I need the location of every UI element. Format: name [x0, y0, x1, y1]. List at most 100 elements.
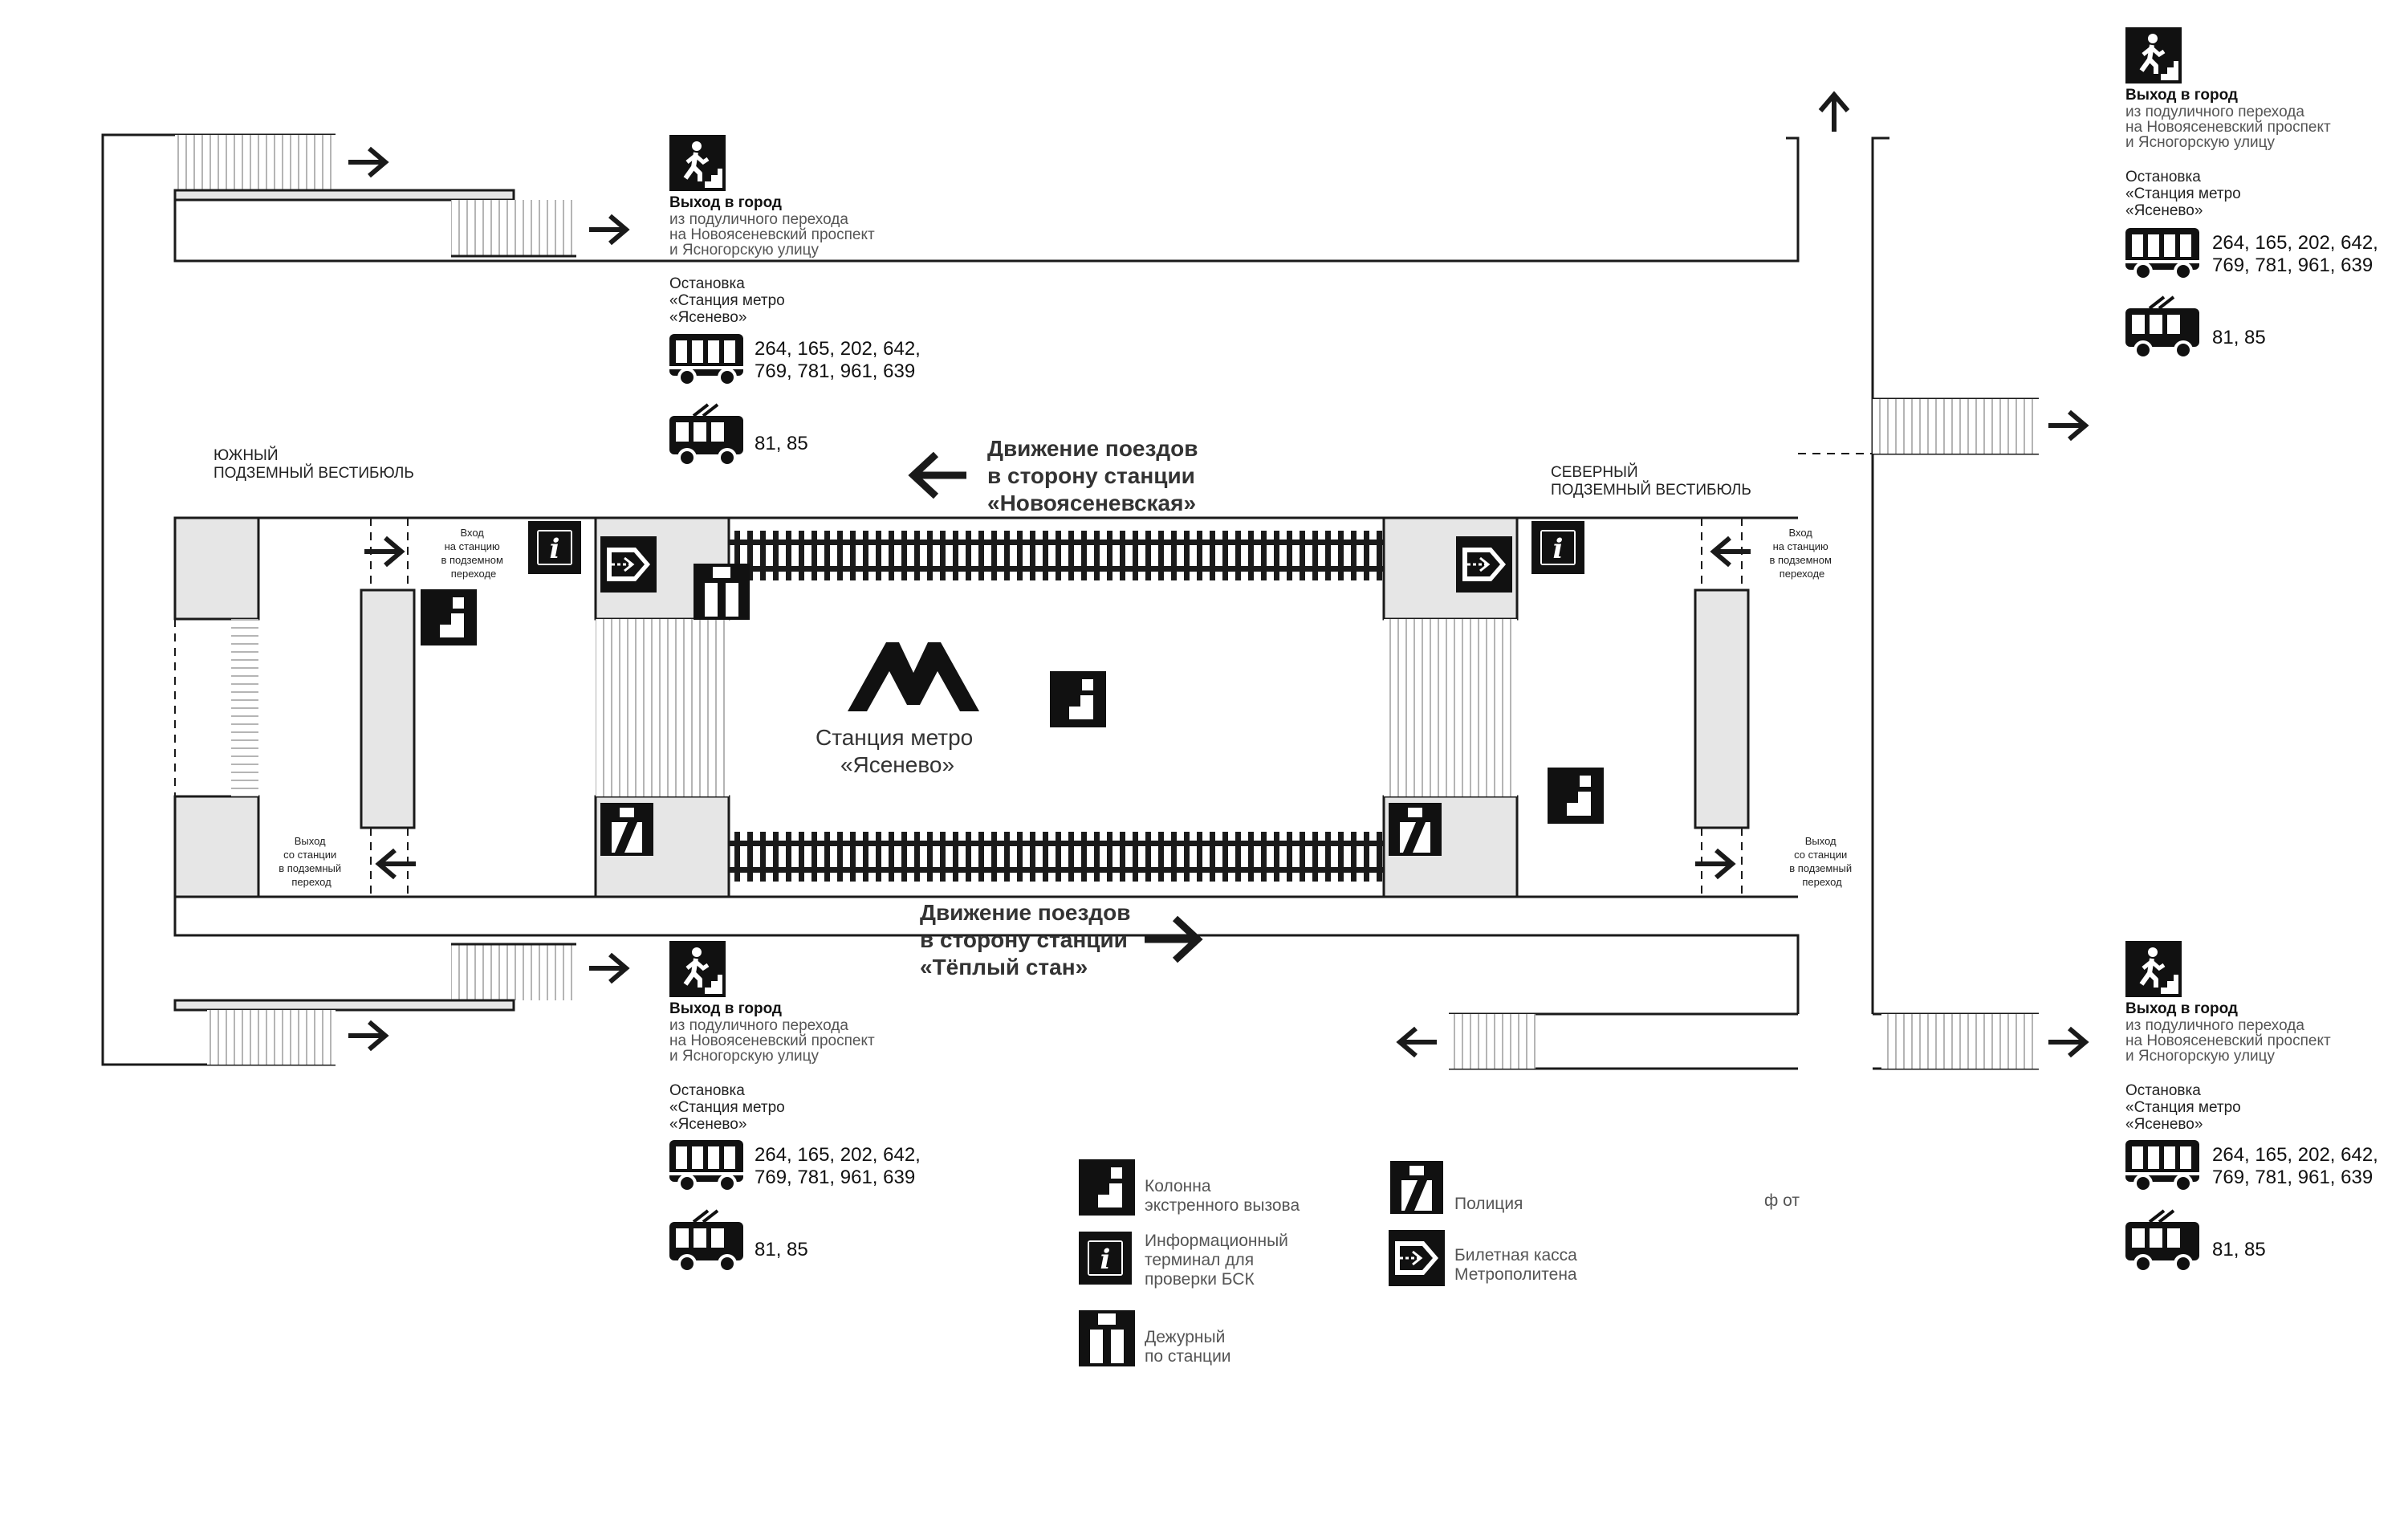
direction-north-line3: «Новоясеневская»	[987, 491, 1196, 515]
entry-left-line3: в подземном	[441, 554, 502, 566]
bus-routes-line2: 769, 781, 961, 639	[755, 1167, 915, 1188]
trolley-routes: 81, 85	[2212, 1239, 2266, 1260]
direction-north-line2: в сторону станции	[987, 463, 1195, 488]
stop-line2: «Станция метро	[2125, 185, 2241, 202]
direction-south-line3: «Тёплый стан»	[920, 955, 1088, 979]
entry-left-line2: на станцию	[445, 540, 500, 552]
legend-ticket-line1: Билетная касса	[1454, 1246, 1577, 1264]
bus-routes-line1: 264, 165, 202, 642,	[2212, 232, 2378, 254]
svg-text:264, 165, 202, 642, 76: 264, 165, 202, 642, 769, 781, 961, 639	[2212, 1144, 2384, 1188]
metro-logo	[848, 642, 979, 711]
legend-info-line1: Информационный	[1145, 1232, 1288, 1250]
stop-line2: «Станция метро	[2125, 1099, 2241, 1116]
exit-desc-line1: из подуличного перехода	[2125, 104, 2304, 120]
bus-routes-line1: 264, 165, 202, 642,	[2212, 1144, 2378, 1166]
trolley-routes: 81, 85	[2212, 327, 2266, 348]
stairs	[173, 135, 2039, 1069]
dashed-boundaries	[174, 453, 1873, 897]
direction-south-line2: в сторону станции	[920, 927, 1128, 952]
bus-routes-line2: 769, 781, 961, 639	[2212, 255, 2373, 276]
station-name-line1: Станция метро	[816, 725, 973, 750]
svg-text:264, 165, 202, 642, 76: 264, 165, 202, 642, 769, 781, 961, 639	[2212, 232, 2384, 276]
exit-title: Выход в город	[669, 1000, 782, 1017]
south-vestibule-line1: ЮЖНЫЙ	[214, 446, 279, 464]
station-name-line2: «Ясенево»	[840, 752, 954, 777]
exit-left-line4: переход	[291, 876, 332, 888]
entry-label-right: Вход на станцию в подземном переходе	[1769, 527, 1834, 580]
exit-desc-line3: и Ясногорскую улицу	[2125, 1048, 2276, 1065]
direction-north-label: Движение поездов в сторону станции «Ново…	[987, 436, 1204, 515]
exit-desc-line1: из подуличного перехода	[669, 1017, 848, 1034]
north-vestibule-line1: СЕВЕРНЫЙ	[1551, 463, 1638, 481]
stop-line1: Остановка	[2125, 169, 2201, 185]
entry-right-line3: в подземном	[1769, 554, 1831, 566]
trolley-routes: 81, 85	[755, 433, 808, 454]
entry-left-line1: Вход	[460, 527, 484, 539]
entry-label-left: Вход на станцию в подземном переходе	[441, 527, 506, 580]
exit-desc-line3: и Ясногорскую улицу	[669, 1048, 820, 1065]
legend-item-info-terminal: Информационный терминал для проверки БСК	[1145, 1232, 1293, 1289]
exit-desc-line1: из подуличного перехода	[2125, 1017, 2304, 1034]
direction-south-line1: Движение поездов	[920, 900, 1131, 925]
exit-left-line3: в подземный	[279, 862, 341, 874]
legend-item-ticket-office: Билетная касса Метрополитена	[1454, 1246, 1582, 1284]
svg-text:из подуличного перехода: из подуличного перехода на Новоясеневски…	[669, 211, 879, 259]
exit-desc-line3: и Ясногорскую улицу	[2125, 134, 2276, 151]
emergency-call-icon	[1079, 1159, 1135, 1216]
legend: Колонна экстренного вызова Информационны…	[1079, 1159, 1582, 1366]
exit-left-line1: Выход	[295, 835, 326, 847]
svg-text:264, 165, 202, 642, 76: 264, 165, 202, 642, 769, 781, 961, 639	[755, 338, 926, 382]
station-attendant-icon	[1079, 1310, 1135, 1366]
exit-desc-line2: на Новоясеневский проспект	[669, 1032, 875, 1049]
exit-label-right: Выход со станции в подземный переход	[1789, 835, 1854, 888]
legend-info-line3: проверки БСК	[1145, 1270, 1255, 1289]
svg-text:264, 165, 202, 642, 76: 264, 165, 202, 642, 769, 781, 961, 639	[755, 1144, 926, 1188]
stop-line1: Остановка	[2125, 1082, 2201, 1099]
stop-line1: Остановка	[669, 275, 745, 292]
exit-block-top-right: Выход в город из подуличного перехода на…	[2125, 87, 2384, 348]
exit-right-line4: переход	[1802, 876, 1842, 888]
bus-routes-line2: 769, 781, 961, 639	[2212, 1167, 2373, 1188]
direction-south-label: Движение поездов в сторону станции «Тёпл…	[920, 900, 1137, 979]
legend-item-police: Полиция	[1454, 1195, 1523, 1213]
exit-right-line1: Выход	[1805, 835, 1837, 847]
stop-line3: «Ясенево»	[669, 309, 746, 326]
entry-left-line4: переходе	[451, 568, 497, 580]
info-terminal-icon	[1079, 1232, 1132, 1285]
north-vestibule-line2: ПОДЗЕМНЫЙ ВЕСТИБЮЛЬ	[1551, 481, 1751, 499]
exit-title: Выход в город	[2125, 87, 2238, 104]
legend-info-line2: терминал для	[1145, 1251, 1254, 1269]
entry-right-line1: Вход	[1788, 527, 1812, 539]
entry-right-line2: на станцию	[1773, 540, 1828, 552]
exit-left-line2: со станции	[283, 849, 336, 861]
svg-text:Остановка «Станция мет: Остановка «Станция метро «Ясенево»	[669, 1082, 789, 1133]
svg-text:из подуличного перехода: из подуличного перехода на Новоясеневски…	[2125, 104, 2335, 151]
legend-emergency-line1: Колонна	[1145, 1177, 1211, 1195]
entry-right-line4: переходе	[1780, 568, 1825, 580]
exit-desc-line2: на Новоясеневский проспект	[2125, 1032, 2331, 1049]
legend-item-attendant: Дежурный по станции	[1145, 1328, 1231, 1366]
exit-desc-line1: из подуличного перехода	[669, 211, 848, 228]
legend-ticket-line2: Метрополитена	[1454, 1265, 1577, 1284]
station-name: Станция метро «Ясенево»	[816, 725, 979, 777]
svg-text:Остановка «Станция мет: Остановка «Станция метро «Ясенево»	[2125, 169, 2245, 219]
bus-routes-line2: 769, 781, 961, 639	[755, 360, 915, 382]
svg-text:из подуличного перехода: из подуличного перехода на Новоясеневски…	[2125, 1017, 2335, 1065]
exit-desc-line2: на Новоясеневский проспект	[669, 226, 875, 243]
legend-item-emergency: Колонна экстренного вызова	[1145, 1177, 1300, 1215]
svg-text:Остановка «Станция мет: Остановка «Станция метро «Ясенево»	[2125, 1082, 2245, 1133]
south-vestibule-line2: ПОДЗЕМНЫЙ ВЕСТИБЮЛЬ	[214, 464, 414, 482]
exit-block-bottom-right: Выход в город из подуличного перехода на…	[2125, 1000, 2384, 1260]
direction-north-line1: Движение поездов	[987, 436, 1198, 461]
exit-desc-line3: и Ясногорскую улицу	[669, 242, 820, 259]
exit-desc-line2: на Новоясеневский проспект	[2125, 119, 2331, 136]
bus-routes-line1: 264, 165, 202, 642,	[755, 338, 921, 360]
south-vestibule-label: ЮЖНЫЙ ПОДЗЕМНЫЙ ВЕСТИБЮЛЬ	[214, 446, 414, 482]
stop-line2: «Станция метро	[669, 292, 785, 309]
track-north	[729, 531, 1384, 580]
exit-title: Выход в город	[2125, 1000, 2238, 1017]
stop-line3: «Ясенево»	[669, 1116, 746, 1133]
stray-text: ф от	[1764, 1191, 1800, 1210]
stop-line3: «Ясенево»	[2125, 1116, 2203, 1133]
